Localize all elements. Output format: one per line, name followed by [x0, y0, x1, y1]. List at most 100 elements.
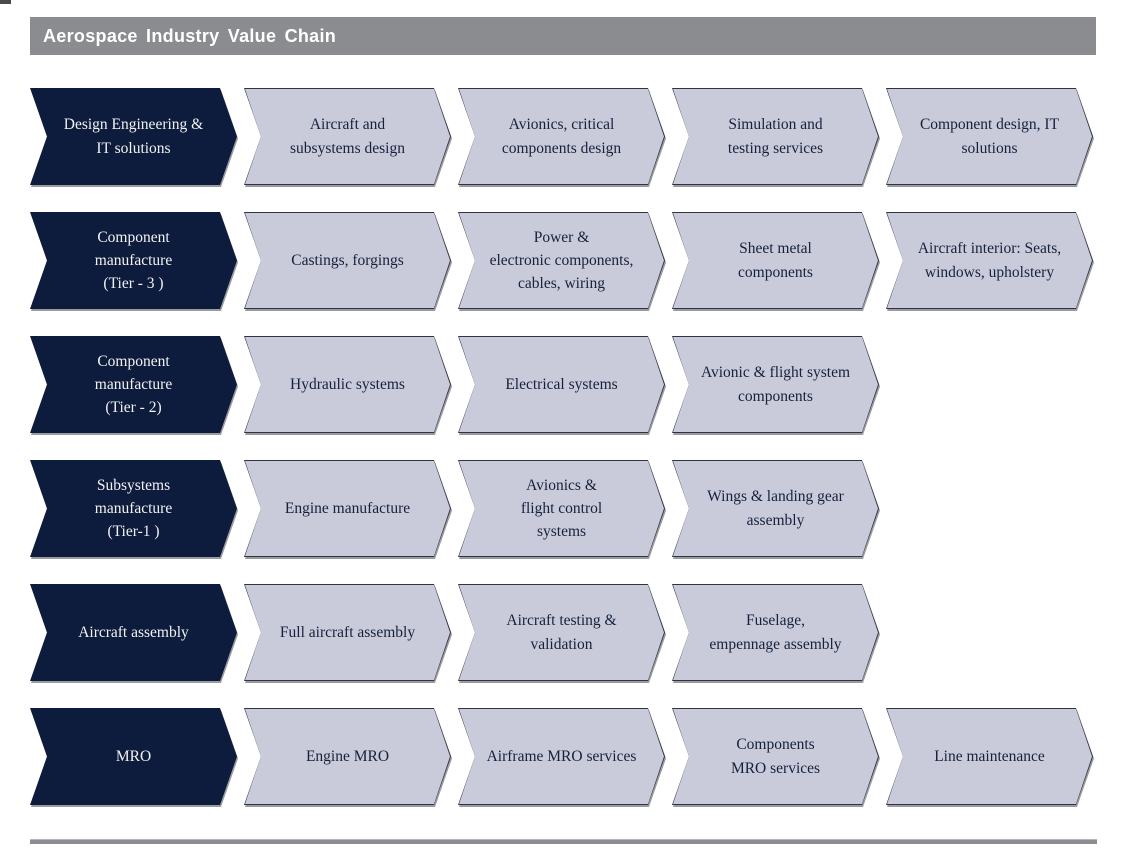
chevron-step: Hydraulic systems [244, 336, 451, 433]
chevron-step-label: Simulation and testing services [727, 116, 824, 157]
chevron-fill: Sheet metal components [673, 213, 878, 308]
chevron-shape: Wings & landing gear assembly [672, 460, 879, 557]
chevron-fill: Component manufacture (Tier - 2) [31, 337, 236, 432]
chevron-step: Wings & landing gear assembly [672, 460, 879, 557]
chevron-step: Engine MRO [244, 708, 451, 805]
value-chain-row: Design Engineering & IT solutions Aircraf… [30, 88, 1105, 185]
chevron-fill: Aircraft assembly [31, 585, 236, 680]
chevron-step: Line maintenance [886, 708, 1093, 805]
chevron-step: Sheet metal components [672, 212, 879, 309]
chevron-category: Component manufacture (Tier - 3 ) [30, 212, 237, 309]
chevron-shape: Component design, IT solutions [886, 88, 1093, 185]
chevron-fill: Design Engineering & IT solutions [31, 89, 236, 184]
chevron-step: Aircraft testing & validation [458, 584, 665, 681]
page-corner-mark [0, 0, 11, 4]
chevron-shape: Avionics, critical components design [458, 88, 665, 185]
chevron-step: Aircraft interior: Seats, windows, uphol… [886, 212, 1093, 309]
chevron-category: Component manufacture (Tier - 2) [30, 336, 237, 433]
chevron-fill: Subsystems manufacture (Tier-1 ) [31, 461, 236, 556]
value-chain-row: Component manufacture (Tier - 3 ) Casting… [30, 212, 1105, 309]
chevron-step-label: Fuselage, empennage assembly [709, 612, 842, 653]
chevron-step: Aircraft and subsystems design [244, 88, 451, 185]
chevron-step: Fuselage, empennage assembly [672, 584, 879, 681]
chevron-category-label: Design Engineering & IT solutions [63, 116, 204, 157]
chevron-shape: Engine manufacture [244, 460, 451, 557]
chevron-fill: Engine MRO [245, 709, 450, 804]
chevron-step-label: Aircraft testing & validation [506, 612, 617, 653]
chevron-step: Full aircraft assembly [244, 584, 451, 681]
chevron-fill: Component design, IT solutions [887, 89, 1092, 184]
chevron-step-label: Aircraft interior: Seats, windows, uphol… [917, 240, 1062, 281]
chevron-shape: Fuselage, empennage assembly [672, 584, 879, 681]
chevron-fill: Full aircraft assembly [245, 585, 450, 680]
chevron-step-label: Line maintenance [934, 747, 1045, 765]
chevron-step-label: Power & electronic components, cables, w… [489, 228, 634, 293]
chevron-category: Design Engineering & IT solutions [30, 88, 237, 185]
value-chain-row: Subsystems manufacture (Tier-1 ) Engine m… [30, 460, 1105, 557]
chevron-fill: Aircraft and subsystems design [245, 89, 450, 184]
chevron-step: Engine manufacture [244, 460, 451, 557]
chevron-fill: MRO [31, 709, 236, 804]
chevron-step: Airframe MRO services [458, 708, 665, 805]
chevron-shape: Engine MRO [244, 708, 451, 805]
page-title: Aerospace Industry Value Chain [43, 25, 337, 46]
chevron-fill: Avionic & flight system components [673, 337, 878, 432]
chevron-step-label: Avionic & flight system components [700, 364, 851, 405]
chevron-fill: Avionics & flight control systems [459, 461, 664, 556]
chevron-step: Component design, IT solutions [886, 88, 1093, 185]
chevron-fill: Aircraft interior: Seats, windows, uphol… [887, 213, 1092, 308]
chevron-shape: Aircraft testing & validation [458, 584, 665, 681]
chevron-shape: Avionic & flight system components [672, 336, 879, 433]
chevron-fill: Wings & landing gear assembly [673, 461, 878, 556]
chevron-shape: Component manufacture (Tier - 2) [30, 336, 237, 433]
chevron-shape: Hydraulic systems [244, 336, 451, 433]
chevron-shape: Power & electronic components, cables, w… [458, 212, 665, 309]
value-chain-row: Aircraft assembly Full aircraft assembly A… [30, 584, 1105, 681]
chevron-step-label: Engine manufacture [284, 499, 411, 517]
chevron-shape: Aircraft assembly [30, 584, 237, 681]
chevron-fill: Airframe MRO services [459, 709, 664, 804]
chevron-shape: Component manufacture (Tier - 3 ) [30, 212, 237, 309]
chevron-category-label: Component manufacture (Tier - 3 ) [94, 228, 173, 293]
chevron-shape: Simulation and testing services [672, 88, 879, 185]
chevron-fill: Avionics, critical components design [459, 89, 664, 184]
chevron-step: Components MRO services [672, 708, 879, 805]
chevron-step-label: Hydraulic systems [290, 375, 405, 393]
chevron-fill: Castings, forgings [245, 213, 450, 308]
chevron-fill: Components MRO services [673, 709, 878, 804]
value-chain-row: Component manufacture (Tier - 2) Hydrauli… [30, 336, 1105, 433]
chevron-fill: Line maintenance [887, 709, 1092, 804]
chevron-category-label: Component manufacture (Tier - 2) [94, 352, 173, 417]
chevron-step: Avionics, critical components design [458, 88, 665, 185]
chevron-step-label: Avionics, critical components design [501, 116, 622, 157]
chevron-fill: Hydraulic systems [245, 337, 450, 432]
chevron-fill: Electrical systems [459, 337, 664, 432]
bottom-rule [30, 839, 1097, 844]
chevron-step-label: Aircraft and subsystems design [290, 116, 405, 157]
chevron-step-label: Component design, IT solutions [919, 116, 1060, 157]
chevron-step: Castings, forgings [244, 212, 451, 309]
chevron-step-label: Castings, forgings [291, 251, 404, 269]
chevron-step-label: Electrical systems [505, 375, 618, 393]
chevron-shape: Electrical systems [458, 336, 665, 433]
chevron-shape: MRO [30, 708, 237, 805]
chevron-category: Aircraft assembly [30, 584, 237, 681]
chevron-category: MRO [30, 708, 237, 805]
chevron-category-label: Subsystems manufacture (Tier-1 ) [94, 476, 173, 541]
chevron-category-label: Aircraft assembly [78, 623, 189, 641]
chevron-fill: Power & electronic components, cables, w… [459, 213, 664, 308]
chevron-step-label: Components MRO services [730, 736, 821, 777]
value-chain-row: MRO Engine MRO Airframe MRO services Compon… [30, 708, 1105, 805]
chevron-fill: Component manufacture (Tier - 3 ) [31, 213, 236, 308]
chevron-shape: Aircraft interior: Seats, windows, uphol… [886, 212, 1093, 309]
chevron-shape: Castings, forgings [244, 212, 451, 309]
chevron-step-label: Engine MRO [305, 747, 390, 765]
chevron-step: Avionics & flight control systems [458, 460, 665, 557]
chevron-step: Power & electronic components, cables, w… [458, 212, 665, 309]
header-bar: Aerospace Industry Value Chain [30, 17, 1096, 55]
chevron-step: Avionic & flight system components [672, 336, 879, 433]
chevron-shape: Aircraft and subsystems design [244, 88, 451, 185]
chevron-shape: Subsystems manufacture (Tier-1 ) [30, 460, 237, 557]
chevron-step-label: Wings & landing gear assembly [707, 488, 844, 529]
